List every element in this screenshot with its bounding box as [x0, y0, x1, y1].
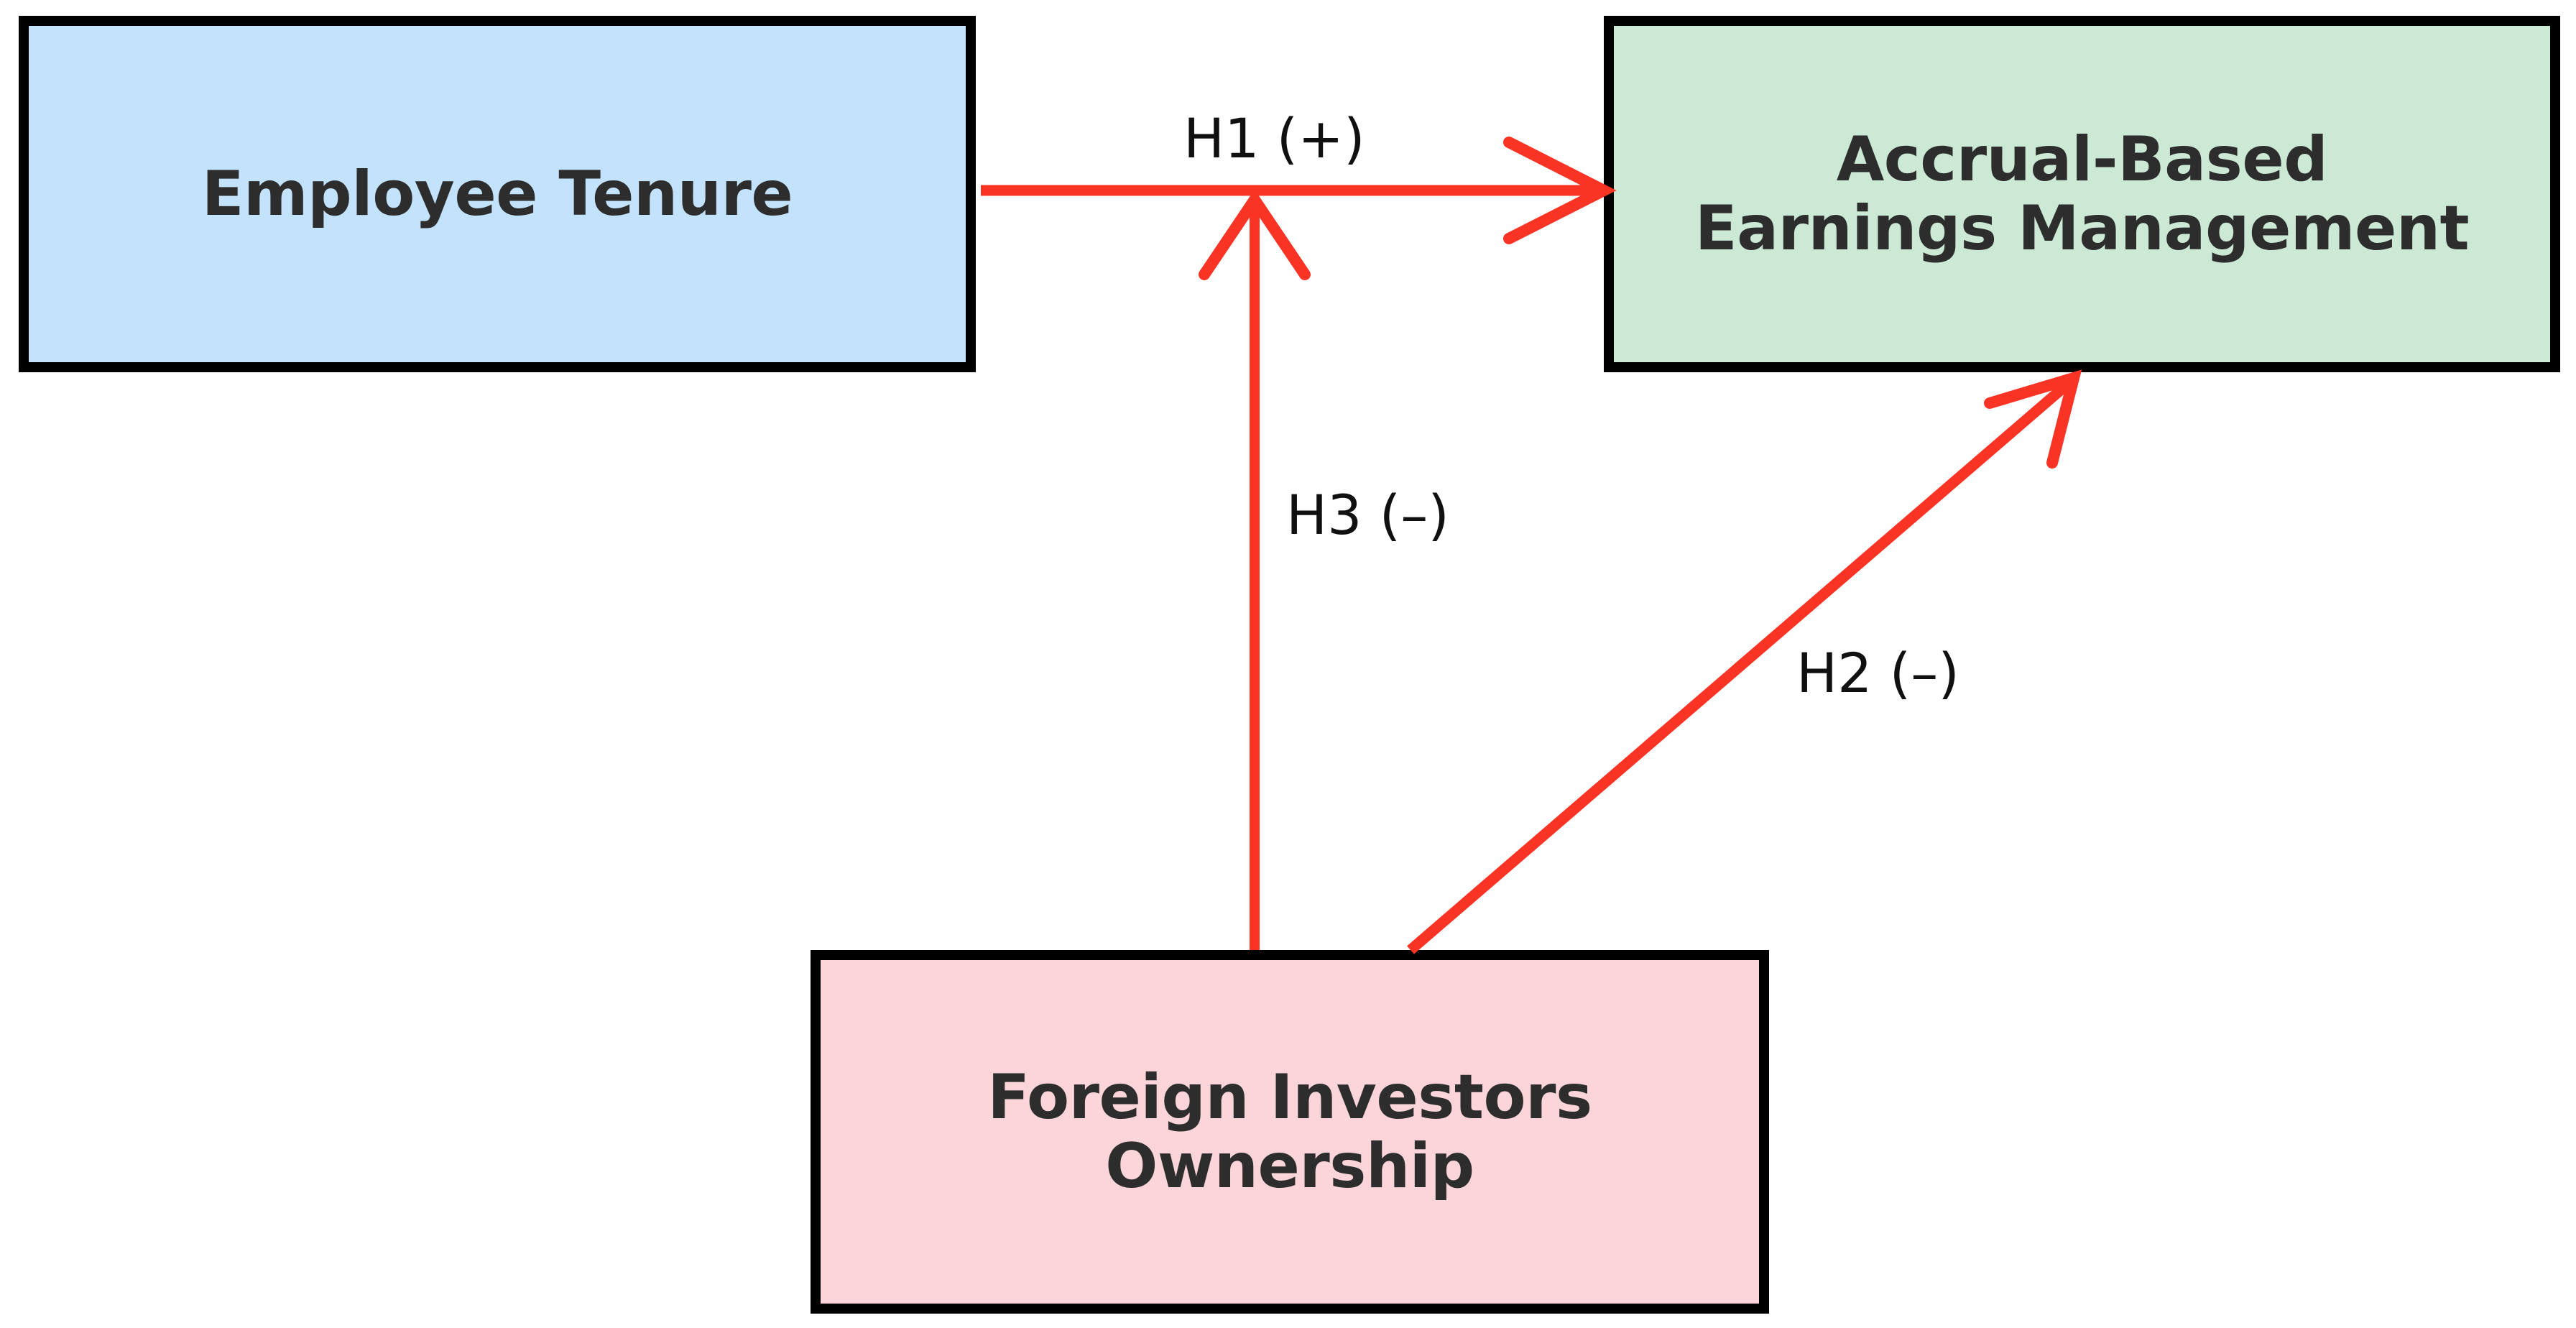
node-foreign-investors-ownership[interactable]: Foreign Investors Ownership	[811, 950, 1769, 1314]
edge-h2-line	[1407, 379, 2072, 954]
edge-h2-arrow	[1407, 369, 2082, 954]
node-accrual-based-earnings-management-label: Accrual-Based Earnings Management	[1694, 123, 2470, 264]
edge-h3-arrowhead-icon	[1199, 189, 1311, 280]
node-foreign-investors-ownership-label: Foreign Investors Ownership	[987, 1061, 1592, 1202]
edge-h2-arrowhead-icon	[1984, 369, 2082, 469]
edge-h3-arrow	[1199, 189, 1311, 950]
edge-label-h2: H2 (–)	[1796, 641, 1959, 705]
edge-h1-arrowhead-icon	[1503, 137, 1617, 244]
node-employee-tenure[interactable]: Employee Tenure	[19, 16, 976, 372]
node-employee-tenure-label: Employee Tenure	[201, 157, 793, 230]
edge-label-h3: H3 (–)	[1286, 483, 1449, 547]
node-accrual-based-earnings-management[interactable]: Accrual-Based Earnings Management	[1604, 16, 2560, 372]
edge-label-h1: H1 (+)	[1183, 106, 1365, 170]
